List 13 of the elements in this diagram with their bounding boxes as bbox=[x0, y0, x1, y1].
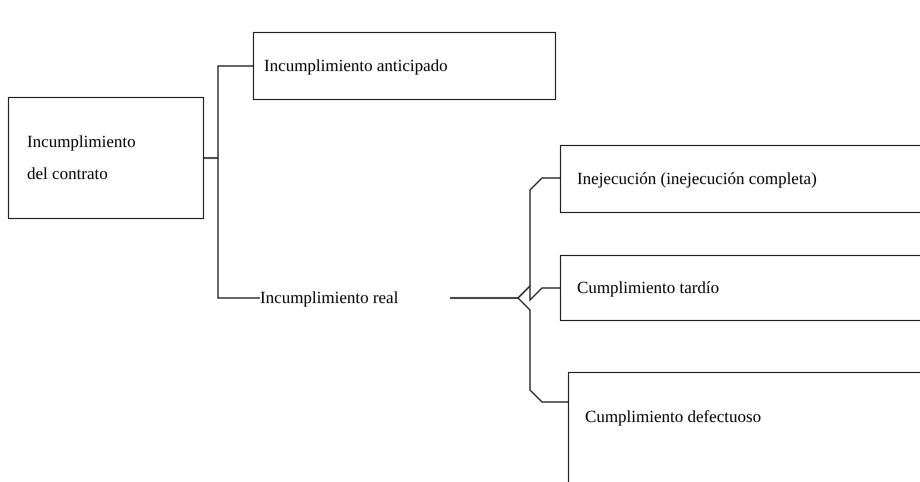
node-text: Cumplimiento defectuoso bbox=[585, 406, 762, 428]
node-text: Incumplimiento real bbox=[260, 286, 398, 309]
connector-line bbox=[450, 297, 568, 403]
text-box bbox=[253, 32, 556, 100]
text-box bbox=[560, 255, 920, 321]
node-text: Cumplimiento tardío bbox=[577, 276, 720, 299]
text-box bbox=[568, 372, 920, 482]
node-text: Inejecución (inejecución completa) bbox=[577, 168, 817, 190]
node-text: Incumplimiento del contrato bbox=[27, 130, 137, 185]
text-box bbox=[8, 97, 204, 219]
connector-line bbox=[204, 157, 260, 299]
text-box bbox=[560, 145, 920, 213]
node-text: Incumplimiento anticipado bbox=[264, 54, 448, 77]
